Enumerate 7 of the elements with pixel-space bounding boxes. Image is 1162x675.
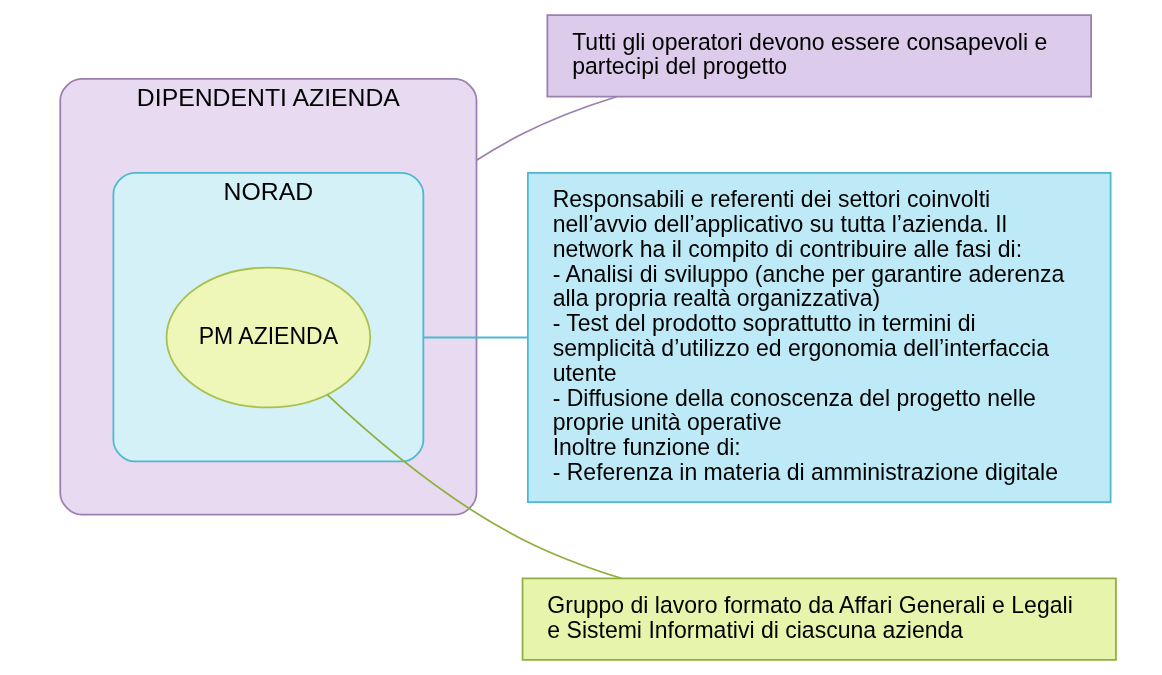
connector [475, 95, 618, 162]
connector [326, 394, 623, 580]
node-box: Gruppo di lavoro formato da Affari Generali e Legali e Sistemi Informativi di ciascuna azienda [521, 577, 1117, 661]
connector [422, 336, 529, 339]
node-box: Tutti gli operatori devono essere consapevoli e partecipi del progetto [546, 14, 1092, 98]
node-box: Responsabili e referenti dei settori coinvolti nell’avvio dell’applicativo su tutta l’azienda. Il network ha il compito di contribuire alle fasi di: - Analisi di sviluppo (anche per garantire aderenza alla propria realtà organizzativa) - Test del prodotto soprattutto in termini di semplicità d’utilizzo ed ergonomia dell’interfaccia utente - Diffusione della conoscenza del progetto nelle proprie unità operative Inoltre funzione di: - Referenza in materia di amministrazione digitale [526, 171, 1112, 504]
node-ellipse: PM AZIENDA [165, 266, 372, 409]
